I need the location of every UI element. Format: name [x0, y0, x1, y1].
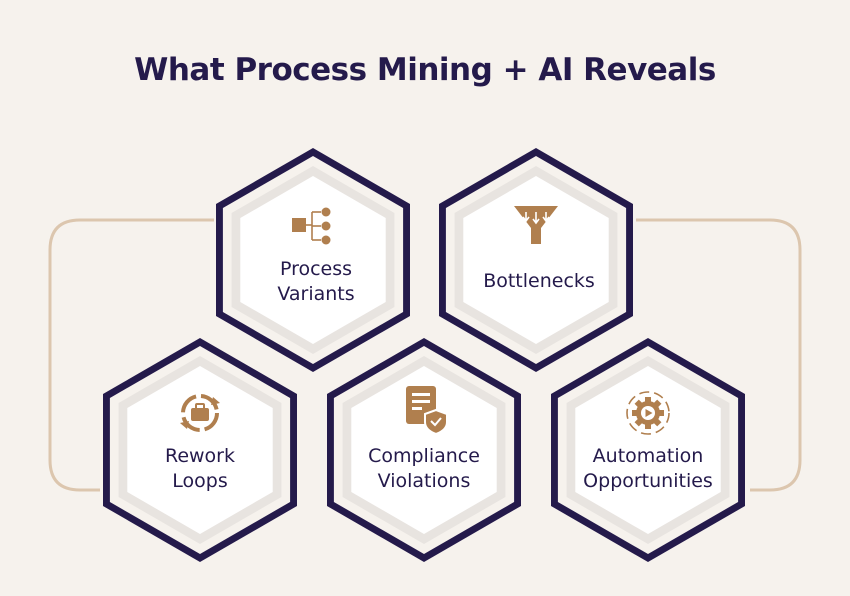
gear-tooth — [645, 422, 651, 429]
hexagon-process-variants — [216, 148, 410, 372]
label-automation-opportunities: Automation Opportunities — [583, 445, 713, 492]
branching-flow-icon — [292, 207, 331, 245]
hex-face — [351, 366, 497, 534]
hex-face — [127, 366, 273, 534]
hex-face — [575, 366, 721, 534]
funnel-icon — [514, 206, 558, 244]
label-bottlenecks: Bottlenecks — [483, 270, 595, 292]
hex-face — [463, 176, 609, 344]
gear-tooth — [645, 397, 651, 404]
label-rework-loops: Rework Loops — [164, 445, 236, 492]
hexagon-rework-loops — [103, 338, 297, 562]
hexagon-automation-opportunities — [551, 338, 745, 562]
label-compliance-violations: Compliance Violations — [368, 445, 480, 492]
document-shield-icon — [406, 386, 448, 436]
cycle-briefcase-icon — [180, 394, 220, 432]
hexagon-compliance-violations — [327, 338, 521, 562]
hex-face — [240, 176, 386, 344]
hexagon-bottlenecks — [439, 148, 633, 372]
label-process-variants: Process Variants — [277, 258, 355, 305]
connector-frame — [48, 218, 802, 492]
page-title: What Process Mining + AI Reveals — [134, 52, 716, 88]
gear-play-icon — [626, 391, 670, 435]
